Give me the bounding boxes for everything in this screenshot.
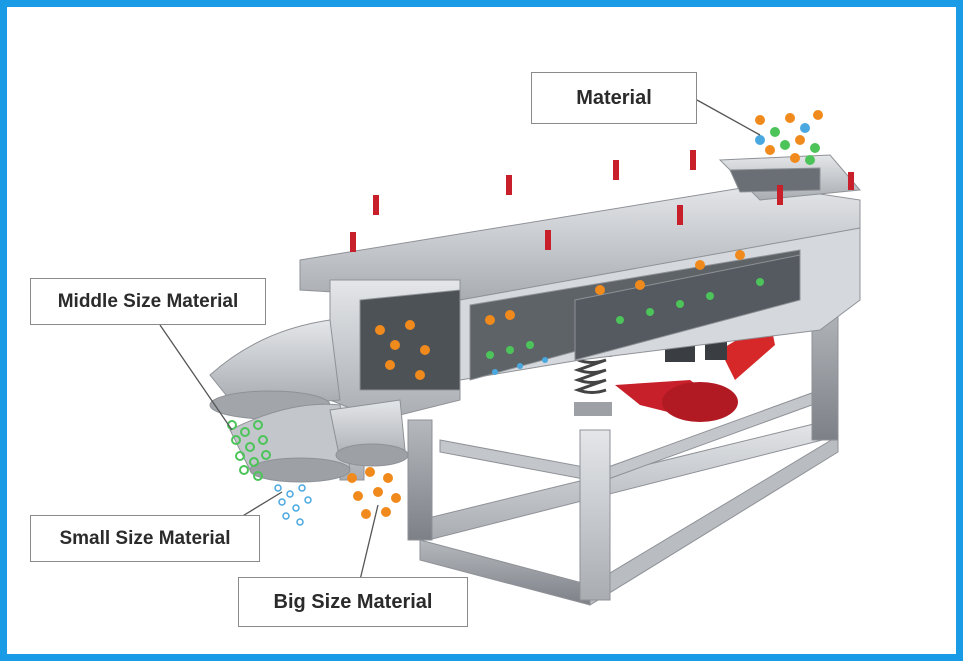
big-size-particles <box>347 467 401 519</box>
inlet-particles <box>755 110 823 165</box>
clamp-icon <box>350 150 854 252</box>
label-middle-size-material: Middle Size Material <box>30 278 266 325</box>
base-frame <box>339 299 839 606</box>
screen-body <box>299 154 862 421</box>
label-small-size-material: Small Size Material <box>30 515 260 562</box>
middle-size-particles <box>227 420 271 481</box>
screen-particles <box>375 250 764 380</box>
leader-lines <box>159 99 761 581</box>
small-size-particles <box>274 484 312 526</box>
label-big-size-material: Big Size Material <box>238 577 468 627</box>
label-material: Material <box>531 72 697 124</box>
